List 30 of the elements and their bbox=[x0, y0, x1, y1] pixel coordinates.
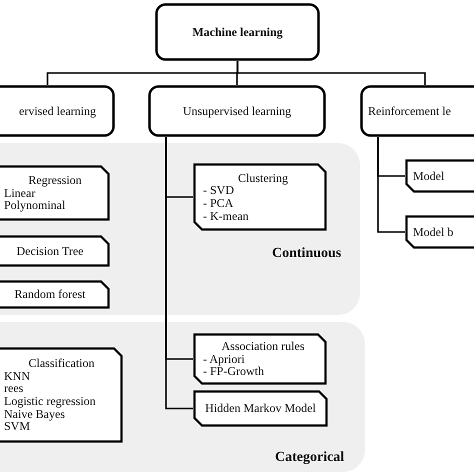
node-label: Machine learning bbox=[192, 26, 283, 38]
connector-line bbox=[236, 61, 426, 85]
node-heading: Regression bbox=[28, 174, 82, 187]
node-label: Reinforcement le bbox=[368, 104, 451, 118]
list-item: KNN bbox=[4, 370, 30, 382]
list-item: Linear bbox=[4, 186, 36, 200]
list-item: Logistic regression bbox=[4, 395, 96, 408]
list-item: - PCA bbox=[203, 197, 234, 210]
list-item: SVM bbox=[4, 420, 30, 433]
node-label: Model b bbox=[413, 226, 454, 238]
node-label: Unsupervised learning bbox=[182, 104, 292, 118]
node-label: Random forest bbox=[14, 288, 86, 301]
group-label: Categorical bbox=[275, 451, 344, 466]
connector-line bbox=[377, 137, 405, 233]
group-label: Continuous bbox=[272, 247, 342, 262]
list-item: - Apriori bbox=[203, 352, 245, 366]
node-heading: Clustering bbox=[238, 172, 288, 184]
node-label: ervised learning bbox=[19, 104, 96, 118]
node-label: Model bbox=[413, 170, 444, 182]
list-item: Polynominal bbox=[4, 199, 66, 212]
node-label: Decision Tree bbox=[16, 244, 84, 258]
list-item: - SVD bbox=[203, 184, 234, 197]
node-heading: Classification bbox=[28, 357, 94, 370]
list-item: rees bbox=[4, 382, 24, 395]
connector-line bbox=[165, 137, 193, 410]
list-item: - FP-Growth bbox=[203, 365, 264, 378]
list-item: Naive Bayes bbox=[4, 408, 65, 420]
list-item: - K-mean bbox=[203, 210, 249, 222]
node-label: Hidden Markov Model bbox=[205, 402, 316, 415]
node-heading: Association rules bbox=[222, 340, 304, 353]
